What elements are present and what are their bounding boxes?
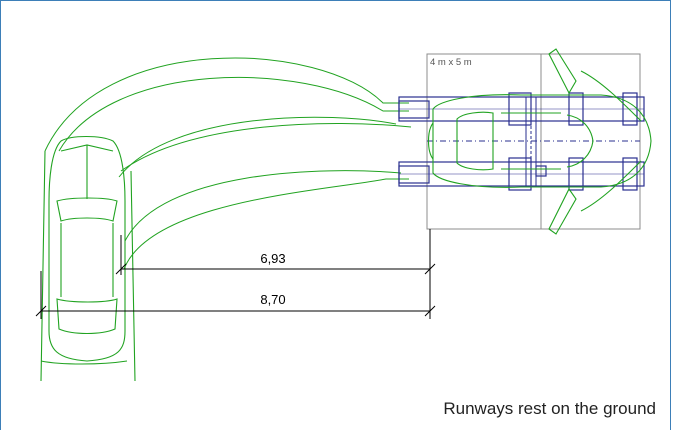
dimension-outer-label: 8,70	[260, 292, 285, 307]
turning-path	[44, 57, 412, 270]
car-turning	[40, 135, 136, 382]
parking-bay-grid	[426, 53, 641, 230]
lift-runway-bottom	[398, 157, 645, 191]
lift-cross-beams	[525, 96, 537, 187]
dimension-lines	[35, 229, 436, 319]
dimension-inner-label: 6,93	[260, 251, 285, 266]
car-on-lift	[427, 48, 652, 235]
lift-runway-top	[398, 92, 645, 126]
caption: Runways rest on the ground	[443, 399, 656, 418]
grid-size-label: 4 m x 5 m	[430, 57, 472, 68]
